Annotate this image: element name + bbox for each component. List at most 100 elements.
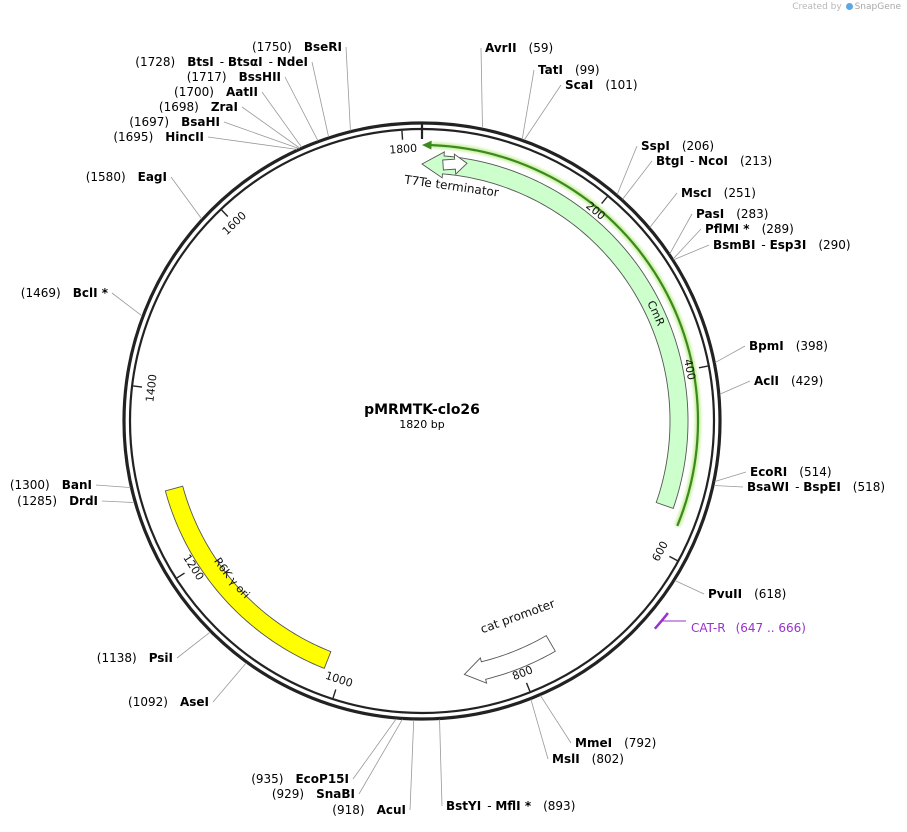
enzyme-leader-line [672, 228, 702, 260]
enzyme-leader-line [719, 380, 751, 395]
enzyme-leader-line [439, 719, 443, 807]
tick-mark [669, 555, 678, 562]
tick-label: 1800 [389, 142, 418, 157]
enzyme-leader-line [715, 345, 746, 363]
enzyme-label: BpmI(398) [749, 339, 828, 353]
enzyme-site-bsshii[interactable]: (1717)BssHII [187, 70, 319, 141]
tick-mark [601, 196, 608, 205]
t7te-feature[interactable] [442, 153, 468, 176]
enzyme-leader-line [311, 61, 330, 138]
enzyme-site-psii[interactable]: (1138)PsiI [97, 631, 211, 665]
enzyme-site-btsi-btsαi-ndei[interactable]: (1728)BtsI- BtsαI- NdeI [135, 55, 330, 138]
enzyme-site-snabi[interactable]: (929)SnaBI [272, 719, 403, 801]
enzyme-label: PvuII(618) [708, 587, 786, 601]
enzymes-layer: AvrII(59) TatI(99)ScaI(101)SspI(206)BtgI-… [10, 40, 885, 817]
enzyme-label: MscI(251) [681, 186, 756, 200]
enzyme-site-hincii[interactable]: (1695)HincII [113, 130, 297, 150]
enzyme-site-acui[interactable]: (918)AcuI [332, 719, 415, 817]
enzyme-site-drdi[interactable]: (1285)DrdI [17, 494, 135, 508]
enzyme-leader-line [176, 631, 211, 659]
tick-label: 1000 [324, 669, 355, 690]
enzyme-site-mmei[interactable]: MmeI(792) [540, 695, 656, 750]
enzyme-label: BtgI- NcoI(213) [656, 154, 772, 168]
enzyme-site-bsmbi-esp3i[interactable]: BsmBI- Esp3I(290) [673, 238, 851, 261]
enzyme-leader-line [409, 719, 415, 811]
enzyme-label: AvrII(59) [485, 41, 553, 55]
enzyme-leader-line [101, 500, 135, 503]
enzyme-label: (1138)PsiI [97, 651, 173, 665]
enzyme-label: (1698)ZraI [159, 100, 238, 114]
enzyme-site-aatii[interactable]: (1700)AatII [174, 85, 302, 148]
enzyme-site-bpmi[interactable]: BpmI(398) [715, 339, 828, 363]
enzyme-label: MmeI(792) [575, 736, 656, 750]
enzyme-label: (1717)BssHII [187, 70, 281, 84]
enzyme-site-btgi-ncoi[interactable]: BtgI- NcoI(213) [622, 154, 773, 200]
enzyme-label: (929)SnaBI [272, 787, 355, 801]
primer-layer: CAT-R(647 .. 666) [653, 612, 806, 635]
enzyme-label: (1580)EagI [86, 170, 167, 184]
enzyme-site-zrai[interactable]: (1698)ZraI [159, 100, 300, 149]
enzyme-label: TatI(99) [538, 63, 600, 77]
enzyme-site-scai[interactable]: ScaI(101) [523, 78, 638, 141]
tick-mark [525, 682, 531, 692]
enzyme-leader-line [649, 192, 678, 228]
enzyme-site-ecori[interactable]: EcoRI(514) [714, 465, 832, 482]
enzyme-leader-line [674, 580, 705, 595]
enzyme-site-avrii[interactable]: AvrII(59) [480, 41, 553, 129]
enzyme-label: (1697)BsaHI [129, 115, 220, 129]
enzyme-leader-line [241, 106, 300, 149]
tick-mark [221, 209, 229, 217]
enzyme-leader-line [223, 121, 299, 149]
backbone-layer [122, 121, 722, 721]
enzyme-site-bsawi-bspei[interactable]: BsaWI- BspEI(518) [713, 480, 885, 494]
r6k-feature[interactable] [164, 485, 332, 669]
tick-label: 600 [649, 539, 670, 564]
enzyme-label: (1750)BseRI [252, 40, 342, 54]
enzyme-site-pvuii[interactable]: PvuII(618) [674, 580, 786, 601]
enzyme-site-bseri[interactable]: (1750)BseRI [252, 40, 351, 131]
enzyme-site-pflmi[interactable]: PflMI *(289) [672, 222, 794, 260]
enzyme-site-tati[interactable]: TatI(99) [521, 63, 600, 140]
cmr-feature[interactable] [421, 151, 689, 509]
enzyme-leader-line [352, 718, 397, 780]
enzyme-site-ecop15i[interactable]: (935)EcoP15I [251, 718, 397, 786]
enzyme-leader-line [540, 695, 572, 744]
enzyme-label: EcoRI(514) [750, 465, 832, 479]
enzyme-label: AclI(429) [754, 374, 823, 388]
enzyme-site-sspi[interactable]: SspI(206) [616, 139, 714, 195]
cmr-orf-arrowhead [422, 140, 432, 150]
enzyme-site-acli[interactable]: AclI(429) [719, 374, 823, 395]
enzyme-label: (918)AcuI [332, 803, 406, 817]
enzyme-site-bstyi-mfli[interactable]: BstYI- MflI *(893) [439, 719, 576, 813]
enzyme-leader-line [95, 484, 131, 488]
enzyme-label: (1300)BanI [10, 478, 92, 492]
snapgene-logo-icon [845, 2, 853, 10]
enzyme-site-bsahi[interactable]: (1697)BsaHI [129, 115, 299, 149]
enzyme-site-eagi[interactable]: (1580)EagI [86, 170, 202, 220]
enzyme-label: SspI(206) [641, 139, 714, 153]
cat-promoter-feature[interactable] [463, 635, 556, 684]
plasmid-length: 1820 bp [399, 418, 444, 431]
cat-r-primer-label[interactable]: CAT-R(647 .. 666) [691, 621, 806, 635]
cmr-orf-line [431, 144, 700, 527]
enzyme-label: PflMI *(289) [705, 222, 794, 236]
plasmid-name: pMRMTK-clo26 [364, 402, 480, 418]
enzyme-leader-line [622, 160, 653, 200]
tick-mark [401, 130, 404, 140]
cat-promoter-label: cat promoter [479, 596, 557, 636]
tick-mark [332, 689, 337, 699]
enzyme-leader-line [358, 719, 403, 795]
enzyme-leader-line [714, 471, 747, 482]
enzyme-site-msli[interactable]: MslI(802) [530, 699, 624, 766]
enzyme-site-bani[interactable]: (1300)BanI [10, 478, 131, 492]
enzyme-leader-line [673, 244, 710, 261]
enzyme-label: (935)EcoP15I [251, 772, 349, 786]
enzyme-site-bcli[interactable]: (1469)BclI * [21, 286, 143, 317]
enzyme-leader-line [207, 136, 297, 150]
enzyme-site-pasi[interactable]: PasI(283) [669, 207, 769, 254]
enzyme-site-asei[interactable]: (1092)AseI [128, 662, 247, 709]
enzyme-label: MslI(802) [552, 752, 624, 766]
enzyme-site-msci[interactable]: MscI(251) [649, 186, 756, 228]
